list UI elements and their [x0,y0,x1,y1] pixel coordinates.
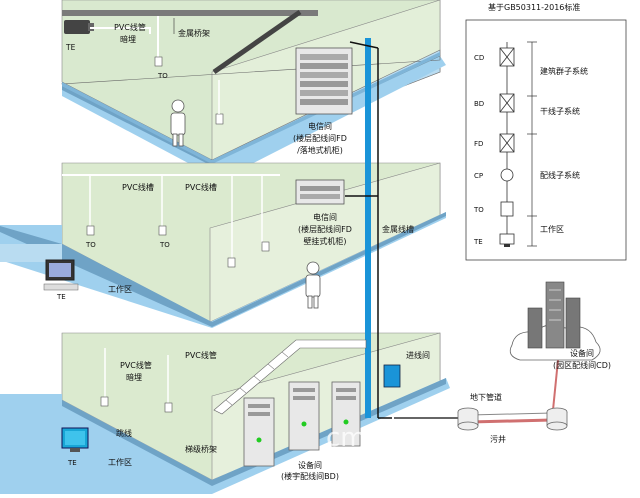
telecom-room-label-f2: 电信间 [313,212,337,222]
telecom-room-label-f3: 电信间 [308,121,332,131]
campus-equip-label: 设备间 [570,348,594,358]
floor-1 [0,332,450,494]
floor-2-contents: PVC线槽 PVC线槽 TO TO 电信间 (楼层配线间FD 壁挂式机柜) 金属… [43,174,414,309]
user-icon-f2 [305,261,321,309]
te-label-f3: TE [65,43,76,52]
computer-icon-f2 [43,259,79,291]
wall-outlet-f3 [215,113,224,125]
legend-node-cd: CD [474,54,484,62]
legend-node-fd: FD [474,140,483,148]
pvc-conduit-label-f3: PVC线管 [114,22,146,32]
ladder-tray-label: 梯级桥架 [185,444,217,454]
bldg-dist-label: (楼宇配线间BD) [281,471,339,481]
computer-icon-f1 [61,427,89,452]
watermark: cms [326,423,379,453]
floor-dist-label-f3: (楼层配线间FD [293,133,347,143]
wall-outlet-f2-a [227,257,236,268]
pvc-trough-label-2: PVC线槽 [185,182,217,192]
legend-horizontal-subsystem: 配线子系统 [540,170,580,180]
manhole-icon-2 [546,407,568,431]
campus-building-icon [509,281,601,361]
outlet-to-f1-b [164,402,173,413]
legend-node-bd: BD [474,100,484,108]
floor-cabinet-icon [295,47,353,115]
server-icon-3 [331,381,361,447]
outlet-to-f1-a [100,396,109,407]
server-icon-1 [243,397,275,467]
to-label-f3: TO [157,72,168,80]
ladder-tray [213,339,367,415]
to-label-f2-b: TO [159,241,170,249]
legend-backbone-subsystem: 干线子系统 [540,106,580,116]
to-label-f2-a: TO [85,241,96,249]
concealed-label-f1: 暗埋 [126,372,142,382]
wall-cabinet-icon [295,179,345,205]
floor-2 [0,162,446,328]
outside-plant: 地下管道 污井 设备间 (园区配线间CD) [457,281,611,444]
entrance-room-box [383,364,401,388]
outlet-to-f2-b [158,225,167,236]
work-area-label-f2: 工作区 [108,284,132,294]
floor-3-slab [62,52,440,164]
entrance-room-label: 进线间 [406,350,430,360]
backbone-cabling [345,38,392,419]
user-icon-f3 [170,99,186,147]
floor-3-contents: TE TO PVC线管 暗埋 金属桥架 电信间 (楼层配线 [64,16,353,155]
outlet-to-f2-a [86,225,95,236]
server-icon-2 [288,381,320,451]
concealed-label-f3: 暗埋 [120,34,136,44]
metal-trough-label: 金属线槽 [382,224,414,234]
wall-outlet-f2-b [261,241,270,252]
metal-tray-label: 金属桥架 [178,28,210,38]
standard-title: 基于GB50311-2016标准 [488,2,580,12]
equip-room-label: 设备间 [298,460,322,470]
pvc-conduit-label-f1: PVC线管 [120,360,152,370]
manhole-icon-1 [457,407,479,431]
legend-work-area: 工作区 [540,224,564,234]
te-label-f1: TE [67,459,77,467]
te-label-f2: TE [56,293,66,301]
work-area-label-f1: 工作区 [108,457,132,467]
wall-cabinet-label: 壁挂式机柜) [303,236,346,246]
floor-cabinet-label: /落地式机柜) [297,145,343,155]
pvc-conduit-label-f1b: PVC线管 [185,350,217,360]
floor-1-contents: PVC线管 暗埋 PVC线管 跳线 梯级桥架 TE 工作区 [61,339,430,481]
manhole-label: 污井 [490,434,506,444]
legend-node-to: TO [473,206,484,214]
subsystem-legend: 基于GB50311-2016标准 CD BD FD CP TO TE 建筑群子系… [465,2,627,261]
pvc-trough-label-1: PVC线槽 [122,182,154,192]
floor-dist-label-f2: (楼层配线间FD [298,224,352,234]
legend-node-cp: CP [474,172,483,180]
legend-campus-subsystem: 建筑群子系统 [540,66,588,76]
jumper-label: 跳线 [116,428,132,438]
outlet-to-f3 [154,56,163,67]
te-camera-icon [64,20,90,34]
legend-node-te: TE [473,238,483,246]
campus-dist-label: (园区配线间CD) [553,360,611,370]
underground-pipe-label: 地下管道 [470,392,502,402]
